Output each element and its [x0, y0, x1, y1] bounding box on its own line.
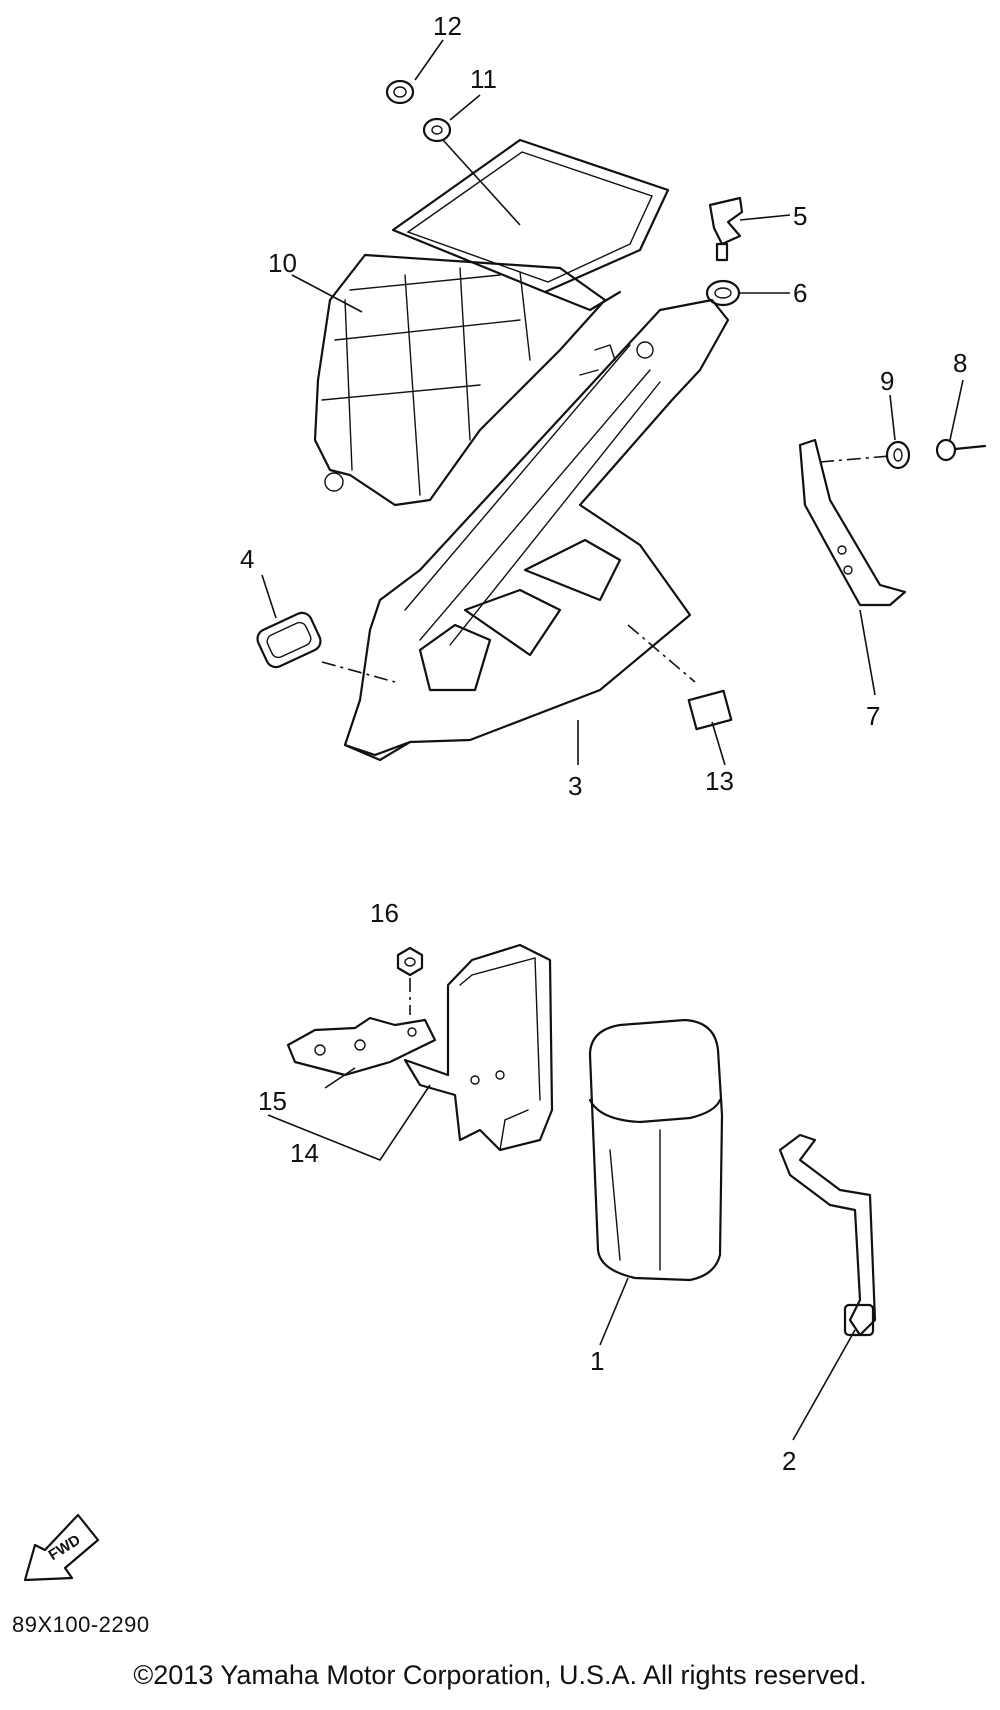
callout-labels: 12 11 10 5 6 9 8 4 3 13 7 16 15 14 1 2: [240, 11, 967, 1476]
part-1-battery: [588, 1018, 724, 1282]
part-15-plate: [286, 1016, 437, 1077]
lower-leaders: [267, 1067, 856, 1441]
callout-11: 11: [470, 64, 497, 94]
callout-12: 12: [433, 11, 462, 41]
diagram-code: 89X100-2290: [12, 1612, 150, 1637]
parts-diagram: FWD 12 11 10 5 6 9 8 4 3 13 7 16 15 14 1…: [23, 11, 987, 1582]
callout-8: 8: [953, 348, 967, 378]
callout-5: 5: [793, 201, 807, 231]
part-6-collar: [705, 279, 741, 307]
callout-6: 6: [793, 278, 807, 308]
part-4-seal: [256, 611, 322, 669]
part-7-bracket: [798, 438, 907, 607]
callout-1: 1: [590, 1346, 604, 1376]
upper-leaders: [261, 39, 964, 766]
callout-10: 10: [268, 248, 297, 278]
part-13-pad: [687, 689, 733, 731]
part-14-holder: [403, 943, 554, 1152]
callout-16: 16: [370, 898, 399, 928]
part-11-grommet: [422, 117, 452, 143]
callout-9: 9: [880, 366, 894, 396]
callout-15: 15: [258, 1086, 287, 1116]
callout-13: 13: [705, 766, 734, 796]
part-10-cover: [313, 138, 670, 507]
callout-4: 4: [240, 544, 254, 574]
part-3-battery-case: [343, 298, 730, 762]
part-5-bolt: [708, 196, 744, 262]
part-16-nut: [396, 946, 424, 977]
part-8-screw: [935, 438, 987, 462]
fwd-label: FWD: [46, 1531, 84, 1564]
part-2-band: [778, 1133, 877, 1337]
copyright-notice: ©2013 Yamaha Motor Corporation, U.S.A. A…: [133, 1660, 867, 1690]
callout-2: 2: [782, 1446, 796, 1476]
part-9-washer: [885, 440, 911, 470]
fwd-arrow: FWD: [23, 1513, 100, 1582]
part-12-nut: [385, 79, 415, 105]
callout-14: 14: [290, 1138, 319, 1168]
callout-3: 3: [568, 771, 582, 801]
callout-7: 7: [866, 701, 880, 731]
